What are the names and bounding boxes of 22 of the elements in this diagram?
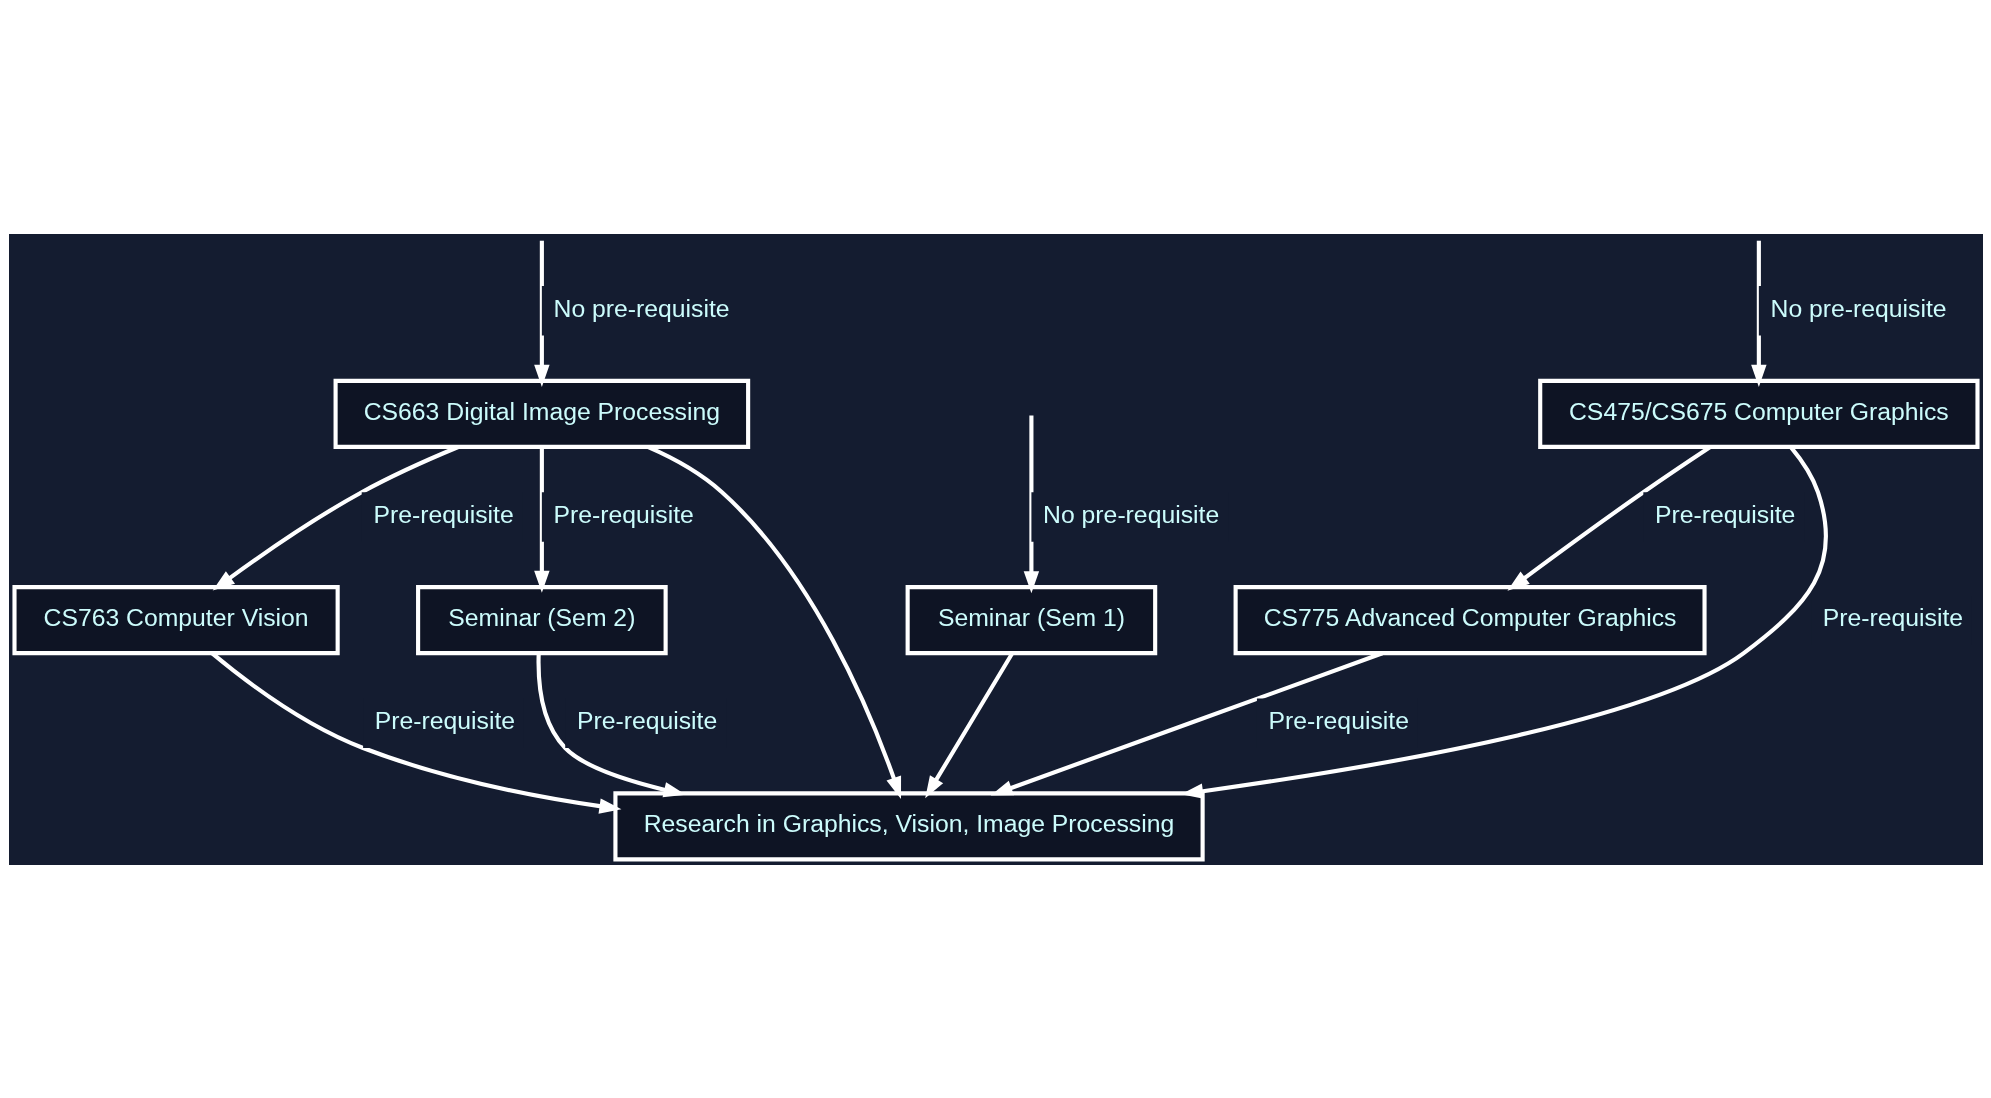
edge-label: Pre-requisite — [1822, 603, 1963, 631]
edge-label: No pre-requisite — [1770, 294, 1947, 322]
arrow — [536, 652, 686, 797]
arrow — [1023, 414, 1039, 593]
edge-label: Pre-requisite — [553, 500, 694, 528]
arrow — [533, 240, 550, 387]
edge-label: Pre-requisite — [1654, 500, 1795, 528]
node-box: CS775 Advanced Computer Graphics — [1233, 584, 1707, 655]
arrow — [533, 446, 550, 593]
edge-label: No pre-requisite — [1042, 500, 1219, 528]
node-box: Research in Graphics, Vision, Image Processing — [612, 790, 1205, 861]
node-box: Seminar (Sem 2) — [415, 584, 668, 655]
arrow — [1750, 240, 1767, 387]
edge-label: No pre-requisite — [553, 294, 730, 322]
node-box: Seminar (Sem 1) — [905, 584, 1157, 655]
node-box: CS763 Computer Vision — [11, 584, 340, 655]
node-box: CS475/CS675 Computer Graphics — [1537, 378, 1980, 449]
edge-label: Pre-requisite — [374, 706, 515, 734]
edge-label: Pre-requisite — [372, 500, 514, 528]
edge-label: Pre-requisite — [576, 706, 717, 734]
node-box: CS663 Digital Image Processing — [333, 378, 750, 449]
edge-label: Pre-requisite — [1268, 706, 1409, 734]
